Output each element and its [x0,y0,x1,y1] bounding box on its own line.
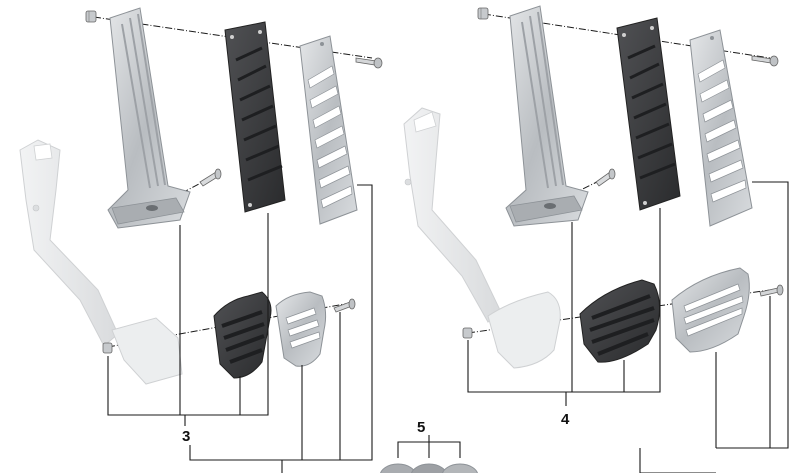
part-label-left-set: 3 [182,428,191,445]
cap-1 [380,463,416,473]
left-brake-aluminium-cover [275,291,327,367]
right-accelerator-aluminium-cover [689,29,753,227]
right-nut [477,7,489,20]
right-brake-arm [403,107,561,369]
right-cover-screw [751,55,779,67]
left-brake-screw [333,298,356,313]
right-brake-screw [759,284,784,297]
left-brake-nut [102,342,113,354]
right-accel-screw [595,168,616,187]
left-accelerator-rubber-pad [224,21,286,213]
left-leader-lines [107,184,373,473]
left-brake-arm [19,139,183,385]
right-brake-nut [462,327,473,339]
right-accelerator-arm [505,5,589,227]
caps-group [380,435,478,473]
part-label-right-set: 4 [561,411,570,428]
right-leader-lines [467,181,789,473]
left-brake-rubber-pad [213,291,272,379]
left-accelerator-arm [107,7,191,229]
left-nut [85,10,97,23]
cap-2 [411,463,447,473]
left-pedal-set [19,7,383,473]
cap-3 [442,463,478,473]
right-brake-rubber-pad [579,279,660,363]
right-accelerator-rubber-pad [616,17,681,211]
left-cover-screw [355,57,383,69]
right-brake-aluminium-cover [671,267,750,353]
part-label-caps: 5 [417,419,426,436]
right-pedal-set [403,5,789,473]
left-accel-screw [199,168,222,187]
left-accelerator-aluminium-cover [299,35,358,225]
